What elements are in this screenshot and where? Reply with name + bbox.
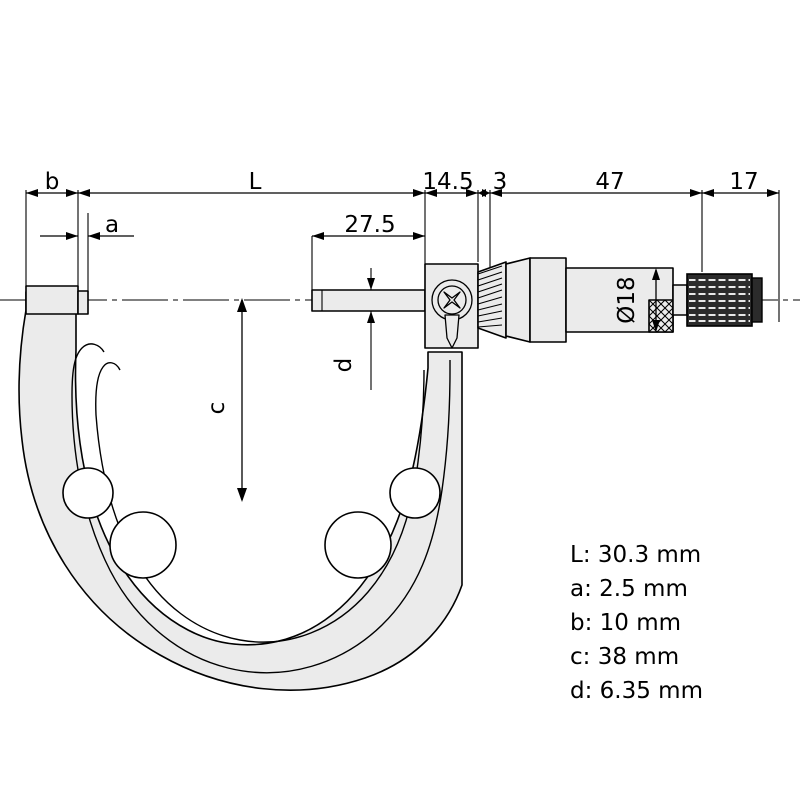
- anvil: [25, 285, 89, 315]
- ratchet-end-cap: [751, 277, 763, 323]
- spindle-shaft: [311, 289, 426, 312]
- sleeve-taper-body: [505, 257, 531, 343]
- sleeve-body: [529, 257, 567, 343]
- anvil-body: [25, 285, 79, 315]
- frame-hole-1: [62, 467, 114, 519]
- arrow-275-right: [413, 232, 425, 240]
- arrow-c-bottom: [237, 488, 247, 502]
- ratchet-knurl-verticals: [695, 275, 749, 325]
- spindle: [311, 289, 426, 312]
- anvil-face: [77, 290, 89, 315]
- legend-row-c: c: 38 mm: [570, 644, 680, 670]
- arrow-L-right: [413, 189, 425, 197]
- arrow-d18-top: [652, 268, 660, 280]
- legend-row-d: d: 6.35 mm: [570, 678, 703, 704]
- arrow-275-left: [312, 232, 324, 240]
- arrow-17-right: [767, 189, 779, 197]
- dimension-c: [237, 298, 247, 502]
- legend-row-b: b: 10 mm: [570, 610, 682, 636]
- lock-screw-slot: [443, 291, 461, 309]
- dim-label-14-5: 14.5: [422, 169, 473, 195]
- sleeve-barrel: [477, 257, 567, 343]
- arrow-47-right: [690, 189, 702, 197]
- ratchet-knurl-lines: [689, 279, 750, 322]
- arrow-d18-bottom: [652, 320, 660, 332]
- arrow-L-left: [78, 189, 90, 197]
- ratchet-stop: [672, 273, 763, 327]
- arrow-b-left: [26, 189, 38, 197]
- arrow-145-right: [466, 189, 478, 197]
- arrow-a-inner-left: [66, 232, 78, 240]
- dimension-a: [40, 232, 134, 240]
- dimension-labels: b L 14.5 3 47 17 a 27.5 c d Ø18: [45, 169, 759, 414]
- arrow-c-top: [237, 298, 247, 312]
- dim-label-diameter-18: Ø18: [614, 276, 640, 323]
- dimension-275: [312, 232, 425, 240]
- arrow-b-right: [66, 189, 78, 197]
- arrow-d-top: [367, 278, 375, 290]
- arrow-17-left: [702, 189, 714, 197]
- top-dimension-line: [26, 189, 779, 197]
- micrometer-c-frame: [18, 291, 463, 691]
- dim-label-47: 47: [595, 169, 624, 195]
- arrow-3-right: [482, 189, 490, 197]
- frame-inner-relief-outer: [71, 343, 451, 674]
- dim-label-27-5: 27.5: [344, 212, 395, 238]
- frame-hole-4: [389, 467, 441, 519]
- arrow-d-bottom: [367, 311, 375, 323]
- sleeve-knurl-lines: [477, 265, 503, 328]
- dim-label-c: c: [204, 402, 230, 415]
- dim-label-b: b: [45, 169, 60, 195]
- arrow-47-left: [490, 189, 502, 197]
- legend-row-L: L: 30.3 mm: [570, 542, 702, 568]
- legend-row-a: a: 2.5 mm: [570, 576, 688, 602]
- dim-label-3: 3: [493, 169, 508, 195]
- dim-label-d: d: [331, 358, 357, 373]
- dimension-d: [367, 278, 375, 323]
- dim-label-a: a: [105, 212, 119, 238]
- arrow-a-inner-right: [88, 232, 100, 240]
- frame-hole-3: [324, 511, 392, 579]
- dim-label-17: 17: [729, 169, 758, 195]
- dim-label-L: L: [249, 169, 262, 195]
- arrow-145-left: [425, 189, 437, 197]
- spindle-lock-nut: [424, 263, 479, 349]
- diameter-18-dimension: [652, 268, 660, 332]
- ratchet-neck: [672, 284, 688, 316]
- dimension-extension-lines: [25, 190, 780, 390]
- lock-nib: [444, 314, 460, 349]
- dimension-legend: L: 30.3 mm a: 2.5 mm b: 10 mm c: 38 mm d…: [570, 538, 790, 708]
- frame-hole-2: [109, 511, 177, 579]
